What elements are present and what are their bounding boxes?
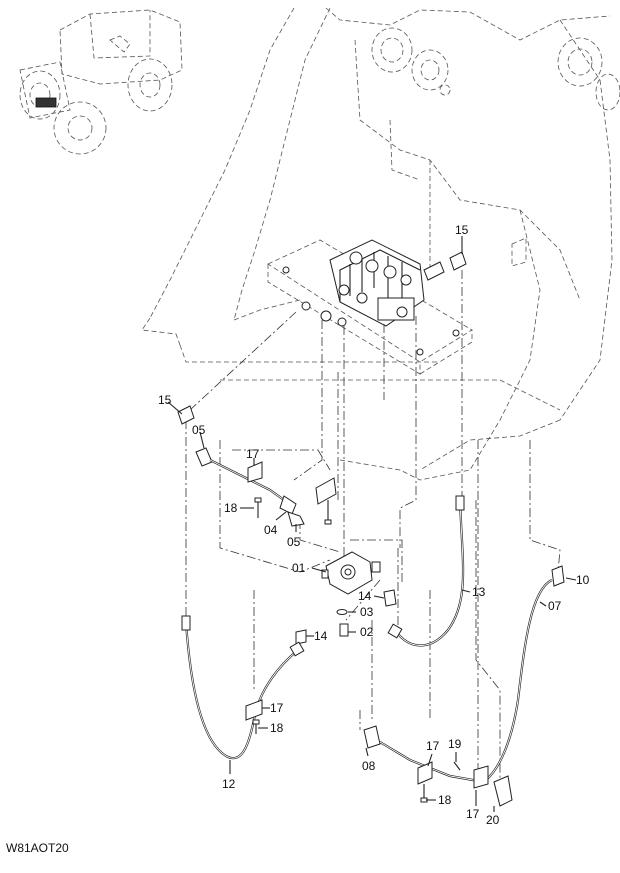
hose-13 xyxy=(387,495,465,647)
callout-17-mid: 17 xyxy=(270,701,284,715)
callout-20: 20 xyxy=(486,813,500,827)
callout-17-upper: 17 xyxy=(246,447,260,461)
callout-14-left: 14 xyxy=(314,629,328,643)
upper-hose-assembly xyxy=(177,405,337,527)
callout-13: 13 xyxy=(472,585,486,599)
callout-17-bottom: 17 xyxy=(466,807,480,821)
callout-18-lower: 18 xyxy=(438,793,452,807)
callout-05-upper: 05 xyxy=(192,423,206,437)
callout-08: 08 xyxy=(362,759,376,773)
callout-18-mid: 18 xyxy=(270,721,284,735)
callout-15-upper: 15 xyxy=(455,223,469,237)
callout-19: 19 xyxy=(448,737,462,751)
callout-04: 04 xyxy=(264,523,278,537)
callout-17-lower: 17 xyxy=(426,739,440,753)
callout-05-lower: 05 xyxy=(287,535,301,549)
callout-10: 10 xyxy=(576,573,590,587)
callout-15-left: 15 xyxy=(158,393,172,407)
callout-12: 12 xyxy=(222,777,236,791)
loader-frame-ghost xyxy=(141,7,620,481)
valve-01-group xyxy=(295,551,397,645)
drawing-code: W81AOT20 xyxy=(6,841,69,855)
callout-18-upper: 18 xyxy=(224,501,238,515)
hose-07 xyxy=(485,565,565,781)
hose-12 xyxy=(181,615,305,760)
control-valve-block xyxy=(301,239,467,327)
callout-07: 07 xyxy=(548,599,562,613)
leader-lines xyxy=(185,270,561,780)
callout-02: 02 xyxy=(360,625,374,639)
callout-leaders xyxy=(167,236,577,812)
callout-14-right: 14 xyxy=(358,589,372,603)
callout-03: 03 xyxy=(360,605,374,619)
callout-01: 01 xyxy=(292,561,306,575)
tractor-thumbnail xyxy=(19,9,183,155)
callout-labels: 15 15 05 17 18 04 05 01 14 03 14 02 13 1… xyxy=(158,223,590,827)
